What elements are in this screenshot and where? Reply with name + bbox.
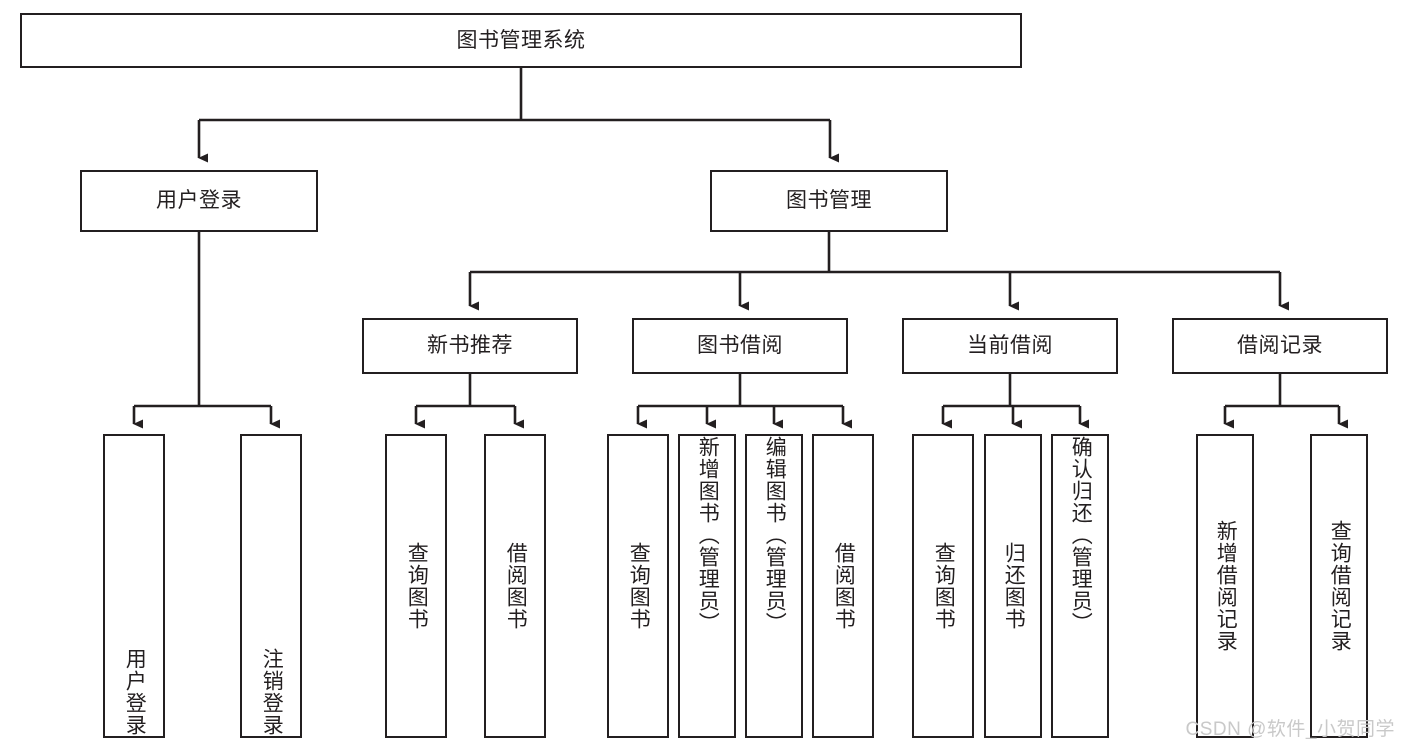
node-leaf-borrow-book-recommend-label: 借阅图书 [504, 542, 528, 630]
node-leaf-edit-book-admin[interactable]: 编辑图书（管理员） [745, 434, 803, 738]
node-leaf-query-book-recommend[interactable]: 查询图书 [385, 434, 447, 738]
node-current-borrow-label: 当前借阅 [967, 334, 1053, 358]
node-leaf-query-book-borrow[interactable]: 查询图书 [607, 434, 669, 738]
node-leaf-query-borrow-record[interactable]: 查询借阅记录 [1310, 434, 1368, 738]
node-leaf-logout-login[interactable]: 注销登录 [240, 434, 302, 738]
node-borrow-record-label: 借阅记录 [1237, 334, 1323, 358]
node-leaf-query-book-current-label: 查询图书 [932, 542, 956, 630]
node-borrow-record[interactable]: 借阅记录 [1172, 318, 1388, 374]
node-leaf-user-login[interactable]: 用户登录 [103, 434, 165, 738]
node-leaf-return-book[interactable]: 归还图书 [984, 434, 1042, 738]
node-leaf-query-book-current[interactable]: 查询图书 [912, 434, 974, 738]
node-root[interactable]: 图书管理系统 [20, 13, 1022, 68]
node-root-label: 图书管理系统 [456, 28, 586, 52]
node-current-borrow[interactable]: 当前借阅 [902, 318, 1118, 374]
node-leaf-query-borrow-record-label: 查询借阅记录 [1328, 520, 1352, 652]
node-leaf-confirm-return-admin-label: 确认归还（管理员） [1069, 436, 1093, 634]
node-leaf-add-book-admin[interactable]: 新增图书（管理员） [678, 434, 736, 738]
node-book-borrow[interactable]: 图书借阅 [632, 318, 848, 374]
node-leaf-return-book-label: 归还图书 [1002, 542, 1026, 630]
node-leaf-borrow-book-borrow-label: 借阅图书 [832, 542, 856, 630]
node-leaf-add-borrow-record[interactable]: 新增借阅记录 [1196, 434, 1254, 738]
node-leaf-user-login-label: 用户登录 [123, 648, 147, 736]
node-new-book-recommend[interactable]: 新书推荐 [362, 318, 578, 374]
node-book-borrow-label: 图书借阅 [697, 334, 783, 358]
node-new-book-recommend-label: 新书推荐 [427, 334, 513, 358]
node-leaf-query-book-borrow-label: 查询图书 [627, 542, 651, 630]
node-leaf-edit-book-admin-label: 编辑图书（管理员） [763, 436, 787, 634]
node-leaf-borrow-book-borrow[interactable]: 借阅图书 [812, 434, 874, 738]
node-user-login-label: 用户登录 [156, 189, 242, 213]
node-leaf-confirm-return-admin[interactable]: 确认归还（管理员） [1051, 434, 1109, 738]
node-leaf-add-borrow-record-label: 新增借阅记录 [1214, 520, 1238, 652]
node-leaf-borrow-book-recommend[interactable]: 借阅图书 [484, 434, 546, 738]
node-user-login[interactable]: 用户登录 [80, 170, 318, 232]
node-book-management[interactable]: 图书管理 [710, 170, 948, 232]
node-leaf-add-book-admin-label: 新增图书（管理员） [696, 436, 720, 634]
node-leaf-query-book-recommend-label: 查询图书 [405, 542, 429, 630]
node-leaf-logout-login-label: 注销登录 [260, 648, 284, 736]
node-book-management-label: 图书管理 [786, 189, 872, 213]
watermark-text: CSDN @软件_小贺同学 [1185, 719, 1395, 740]
